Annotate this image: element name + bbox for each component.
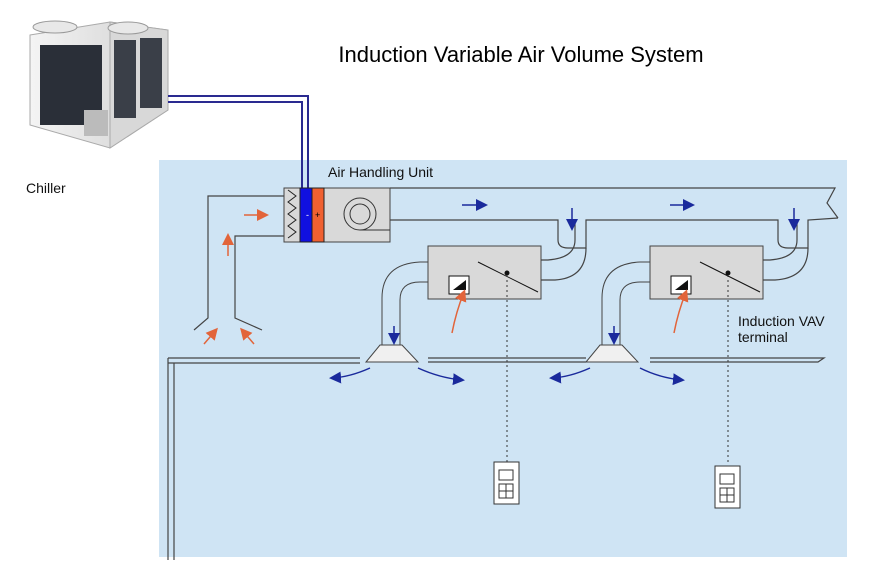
vav-terminal-2 (584, 245, 764, 462)
fan-icon (343, 197, 390, 231)
air-handling-unit (283, 187, 391, 243)
diffuser-1 (364, 344, 420, 363)
return-duct (193, 195, 284, 331)
return-arrows (203, 209, 689, 345)
heating-coil (311, 187, 325, 243)
vav-terminal-1 (364, 245, 542, 462)
supply-duct (390, 187, 839, 281)
chiller-icon (29, 20, 169, 149)
svg-text:-: - (306, 210, 309, 220)
svg-text:+: + (315, 210, 320, 220)
supply-arrows (329, 199, 800, 386)
ceiling (167, 357, 826, 560)
vav-label-line1: Induction VAV (738, 313, 825, 329)
ahu-label: Air Handling Unit (328, 164, 434, 180)
damper-icon (699, 261, 761, 293)
vav-label-line2: terminal (738, 329, 788, 345)
filter-icon (287, 189, 297, 239)
page-title: Induction Variable Air Volume System (338, 42, 704, 67)
damper-icon (477, 261, 539, 293)
thermostat-icon (714, 465, 741, 509)
chiller-label: Chiller (26, 180, 66, 196)
chilled-water-pipes (168, 95, 309, 190)
thermostat-icon (493, 461, 520, 505)
diffuser-2 (584, 344, 640, 363)
